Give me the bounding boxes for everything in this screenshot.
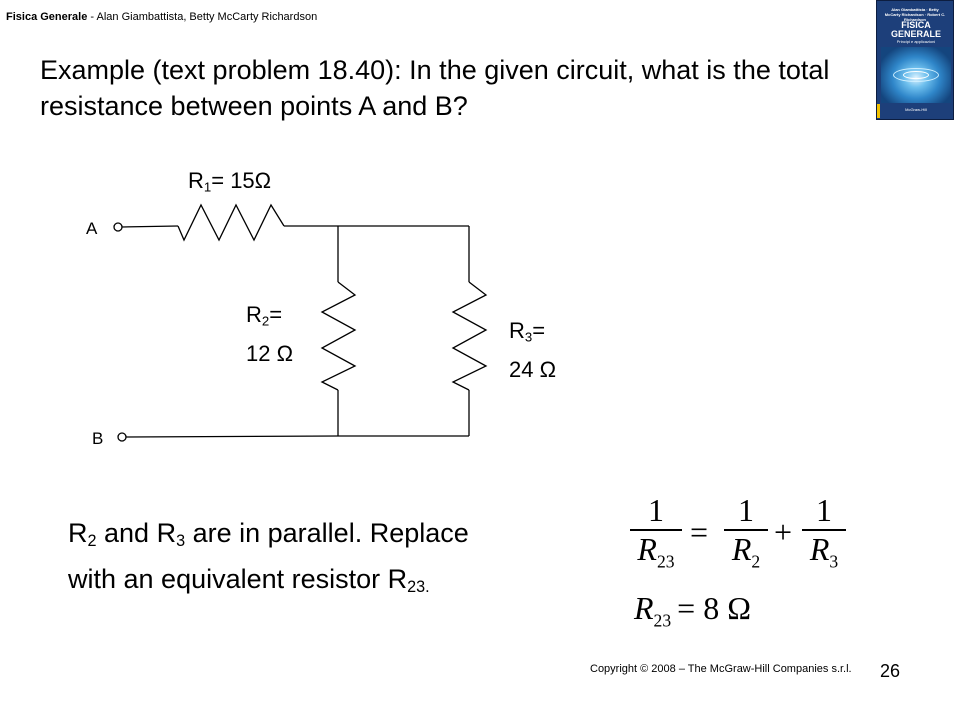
cover-ripple-inner bbox=[903, 71, 929, 79]
cover-title: FISICA GENERALE bbox=[881, 21, 951, 39]
wire-b-to-junction bbox=[125, 435, 339, 438]
r3-denominator: R3 bbox=[800, 531, 848, 572]
book-authors: Alan Giambattista, Betty McCarty Richard… bbox=[96, 11, 318, 23]
terminal-b-circle bbox=[117, 432, 127, 442]
cover-subtitle: Principi e applicazioni bbox=[896, 39, 936, 44]
r2-den-sub: 2 bbox=[751, 551, 761, 572]
r2-index: 2 bbox=[261, 313, 270, 329]
r3-numerator: 1 bbox=[816, 492, 832, 528]
expl-text-c: are in parallel. Replace bbox=[185, 518, 469, 548]
r2-numerator: 1 bbox=[738, 492, 754, 528]
r2-value: 12 Ω bbox=[246, 341, 294, 367]
lhs-denominator: R23 bbox=[628, 531, 684, 572]
point-b-label: B bbox=[92, 429, 104, 448]
r3-symbol: R bbox=[509, 318, 525, 343]
explanation-line1: R2 and R3 are in parallel. Replace bbox=[68, 514, 568, 560]
r2-fraction-bar bbox=[724, 529, 768, 531]
r3-value: 24 Ω bbox=[509, 357, 557, 383]
resistor-r2-zigzag bbox=[320, 281, 357, 391]
copyright-notice: Copyright © 2008 – The McGraw-Hill Compa… bbox=[590, 663, 852, 675]
plus-sign: + bbox=[774, 514, 793, 550]
r3-index: 3 bbox=[524, 329, 533, 345]
r1-symbol: R bbox=[188, 168, 204, 193]
fraction-r3: 1 R3 bbox=[800, 492, 848, 572]
expl-r-symbol-a: R bbox=[68, 518, 88, 548]
terminal-a-circle bbox=[113, 222, 123, 232]
header-separator: - bbox=[87, 11, 97, 23]
r1-index: 1 bbox=[203, 179, 212, 195]
cover-ripple-outer bbox=[893, 68, 939, 82]
wire-a-to-r1 bbox=[121, 225, 179, 228]
slide-title: Example (text problem 18.40): In the giv… bbox=[40, 55, 830, 121]
book-title: Fisica Generale bbox=[6, 11, 88, 23]
result-r: R bbox=[634, 590, 654, 626]
equivalent-resistance-result: R23= 8 Ω bbox=[634, 590, 751, 631]
result-value: = 8 Ω bbox=[677, 590, 751, 626]
r3-label: R3= 24 Ω bbox=[509, 318, 556, 383]
expl-text-line2: with an equivalent resistor R bbox=[68, 564, 408, 595]
r3-den-r: R bbox=[809, 531, 830, 567]
expl-sub-23: 23. bbox=[407, 578, 430, 597]
r2-eq: = bbox=[269, 302, 283, 327]
parallel-explanation: R2 and R3 are in parallel. Replace with … bbox=[68, 514, 568, 606]
cover-title-line1: FISICA bbox=[901, 20, 931, 30]
r3-fraction-bar bbox=[802, 529, 846, 531]
book-cover-image: Alan Giambattista · Betty McCarty Richar… bbox=[876, 0, 954, 120]
fraction-r2: 1 R2 bbox=[722, 492, 770, 572]
point-a-label: A bbox=[86, 219, 98, 238]
expl-sub-a: 2 bbox=[87, 532, 97, 551]
resistor-r3-zigzag bbox=[451, 281, 488, 391]
r2-symbol: R bbox=[246, 302, 262, 327]
r1-label: R1= 15Ω bbox=[188, 168, 271, 200]
expl-sub-b: 3 bbox=[176, 532, 186, 551]
r3-den-sub: 3 bbox=[829, 551, 839, 572]
explanation-line2: with an equivalent resistor R23. bbox=[68, 560, 568, 606]
r2-label: R2= 12 Ω bbox=[246, 302, 293, 367]
fraction-lhs: 1 R23 bbox=[628, 492, 684, 572]
lhs-den-sub: 23 bbox=[656, 551, 675, 572]
expl-text-b: and R bbox=[96, 518, 177, 548]
header-book-info: Fisica Generale - Alan Giambattista, Bet… bbox=[6, 11, 317, 23]
lhs-den-r: R bbox=[637, 531, 657, 567]
lhs-numerator: 1 bbox=[648, 492, 664, 528]
equals-sign: = bbox=[690, 514, 709, 550]
lhs-fraction-bar bbox=[630, 529, 682, 531]
result-sub: 23 bbox=[653, 610, 672, 631]
slide-number: 26 bbox=[880, 661, 901, 681]
r3-eq: = bbox=[532, 318, 546, 343]
parallel-resistance-equation: 1 R23 = 1 R2 + 1 R3 bbox=[628, 492, 848, 582]
resistor-r1-zigzag bbox=[177, 203, 285, 242]
cover-publisher: McGraw-Hill bbox=[905, 107, 927, 112]
cover-accent-stripe bbox=[877, 104, 880, 118]
cover-authors: Alan Giambattista · Betty McCarty Richar… bbox=[884, 7, 946, 22]
r2-denominator: R2 bbox=[722, 531, 770, 572]
r2-den-r: R bbox=[731, 531, 752, 567]
cover-title-line2: GENERALE bbox=[890, 29, 941, 39]
r1-value: = 15Ω bbox=[211, 168, 272, 193]
